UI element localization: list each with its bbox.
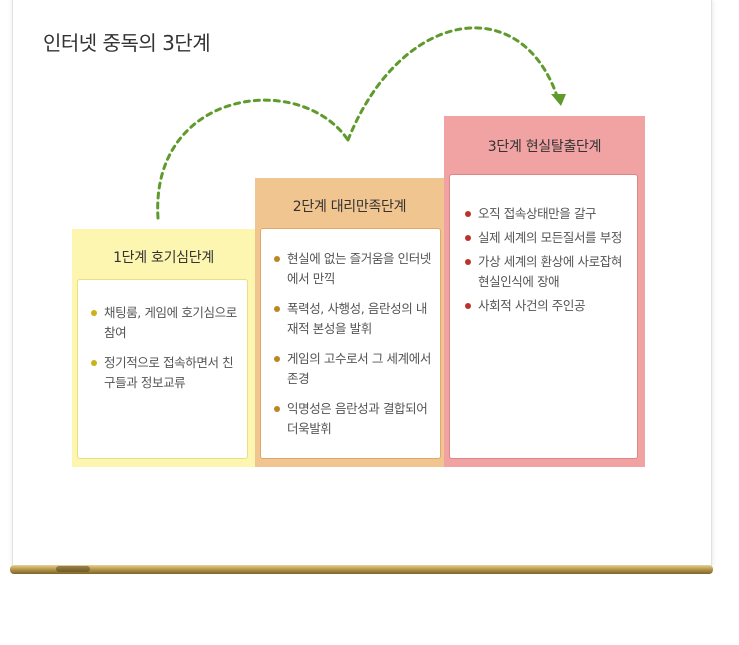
bullet-icon xyxy=(465,259,471,265)
stage-3-box: 3단계 현실탈출단계 오직 접속상태만을 갈구 실제 세계의 모든질서를 부정 … xyxy=(444,116,645,467)
bullet-icon xyxy=(465,235,471,241)
bullet-icon xyxy=(274,356,280,362)
list-item: 현실에 없는 즐거움을 인터넷에서 만끽 xyxy=(271,249,434,289)
bullet-icon xyxy=(465,211,471,217)
stage-3-content: 오직 접속상태만을 갈구 실제 세계의 모든질서를 부정 가상 세계의 환상에 … xyxy=(449,174,638,459)
stage-1-content: 채팅룸, 게임에 호기심으로 참여 정기적으로 접속하면서 친구들과 정보교류 xyxy=(77,279,248,459)
list-item: 익명성은 음란성과 결합되어 더욱발휘 xyxy=(271,399,434,439)
bullet-icon xyxy=(274,406,280,412)
bottom-decorative-bar xyxy=(10,565,713,574)
stage-3-heading: 3단계 현실탈출단계 xyxy=(487,139,602,155)
list-item: 채팅룸, 게임에 호기심으로 참여 xyxy=(88,303,241,343)
bullet-icon xyxy=(91,360,97,366)
list-item: 오직 접속상태만을 갈구 xyxy=(462,204,631,224)
arrow-arc-1-to-2 xyxy=(156,98,350,220)
stage-1-box: 1단계 호기심단계 채팅룸, 게임에 호기심으로 참여 정기적으로 접속하면서 … xyxy=(72,229,255,467)
stage-3-list: 오직 접속상태만을 갈구 실제 세계의 모든질서를 부정 가상 세계의 환상에 … xyxy=(450,175,637,316)
page-title: 인터넷 중독의 3단계 xyxy=(43,31,211,55)
arrow-head-icon xyxy=(551,94,566,106)
stage-2-box: 2단계 대리만족단계 현실에 없는 즐거움을 인터넷에서 만끽 폭력성, 사행성… xyxy=(255,178,444,467)
stage-2-content: 현실에 없는 즐거움을 인터넷에서 만끽 폭력성, 사행성, 음란성의 내재적 … xyxy=(260,228,441,459)
bullet-icon xyxy=(91,310,97,316)
stage-1-heading: 1단계 호기심단계 xyxy=(113,250,214,266)
stage-2-list: 현실에 없는 즐거움을 인터넷에서 만끽 폭력성, 사행성, 음란성의 내재적 … xyxy=(261,229,440,439)
list-item: 가상 세계의 환상에 사로잡혀 현실인식에 장애 xyxy=(462,252,631,292)
list-item: 폭력성, 사행성, 음란성의 내재적 본성을 발휘 xyxy=(271,299,434,339)
list-item: 사회적 사건의 주인공 xyxy=(462,296,631,316)
list-item: 실제 세계의 모든질서를 부정 xyxy=(462,228,631,248)
list-item: 정기적으로 접속하면서 친구들과 정보교류 xyxy=(88,353,241,393)
bullet-icon xyxy=(274,306,280,312)
bullet-icon xyxy=(274,256,280,262)
stage-1-list: 채팅룸, 게임에 호기심으로 참여 정기적으로 접속하면서 친구들과 정보교류 xyxy=(78,280,247,393)
list-item: 게임의 고수로서 그 세계에서 존경 xyxy=(271,349,434,389)
stage-2-heading: 2단계 대리만족단계 xyxy=(292,199,407,215)
bullet-icon xyxy=(465,303,471,309)
bar-shadow-spot xyxy=(56,566,90,572)
arrow-arc-2-to-3 xyxy=(346,26,559,142)
